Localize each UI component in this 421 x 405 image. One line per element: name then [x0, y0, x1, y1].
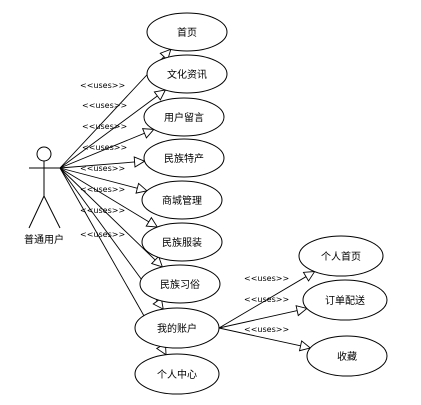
relation-arrowhead [141, 128, 155, 139]
relation-stereotype-label: <<uses>> [80, 230, 125, 239]
use-case-label: 个人首页 [321, 250, 361, 263]
use-case-account: 我的账户 [134, 307, 220, 349]
use-case-label: 我的账户 [157, 322, 197, 335]
use-case-favorite: 收藏 [306, 335, 388, 377]
relation-actor-specialty: <<uses>> [59, 143, 146, 169]
use-case-ellipse [143, 138, 225, 178]
use-case-label: 民族服装 [162, 236, 202, 249]
actor: 普通用户 [24, 146, 64, 246]
relation-line [218, 308, 308, 329]
use-case-label: 民族特产 [164, 152, 204, 165]
relation-account-delivery: <<uses>> [218, 295, 308, 329]
use-case-custom: 民族习俗 [139, 264, 221, 304]
relation-stereotype-label: <<uses>> [80, 164, 125, 173]
relation-stereotype-label: <<uses>> [244, 325, 289, 334]
relation-arrowhead [145, 216, 159, 228]
relation-stereotype-label: <<uses>> [80, 81, 125, 90]
use-case-ellipse [298, 235, 384, 277]
relation-stereotype-label: <<uses>> [80, 206, 125, 215]
relation-actor-message: <<uses>> [59, 122, 155, 169]
use-case-label: 收藏 [337, 350, 357, 363]
relation-stereotype-label: <<uses>> [244, 274, 289, 283]
use-case-home: 首页 [146, 12, 228, 52]
relation-account-personal_home: <<uses>> [218, 271, 316, 329]
use-case-costume: 民族服装 [141, 222, 223, 262]
relation-actor-culture: <<uses>> [59, 89, 167, 169]
relation-stereotype-label: <<uses>> [82, 122, 127, 131]
use-case-ellipse [302, 279, 388, 321]
relation-line [59, 167, 148, 192]
use-case-label: 个人中心 [157, 368, 197, 381]
use-case-label: 文化资讯 [167, 68, 207, 81]
relation-arrowhead [295, 305, 308, 317]
use-case-center: 个人中心 [134, 353, 220, 395]
relation-line [59, 129, 154, 169]
actor-right-leg [43, 195, 61, 229]
relation-arrowhead [298, 340, 312, 352]
use-case-delivery: 订单配送 [302, 279, 388, 321]
relation-actor-mall: <<uses>> [59, 164, 148, 194]
actor-head [36, 146, 52, 162]
use-case-ellipse [141, 222, 223, 262]
use-case-ellipse [146, 12, 228, 52]
relation-account-favorite: <<uses>> [218, 325, 312, 352]
relation-actor-costume: <<uses>> [59, 167, 159, 228]
relation-line [59, 160, 145, 169]
relation-arrowhead [150, 255, 164, 268]
relation-arrowhead [135, 182, 148, 194]
use-case-ellipse [143, 97, 225, 137]
relation-line [59, 89, 166, 169]
use-case-ellipse [134, 307, 220, 349]
use-case-ellipse [141, 180, 223, 220]
use-case-label: 首页 [177, 26, 197, 39]
relation-line [59, 167, 163, 268]
actor-left-leg [28, 195, 45, 229]
use-case-ellipse [306, 335, 388, 377]
use-case-ellipse [139, 264, 221, 304]
relation-actor-custom: <<uses>> [59, 167, 164, 268]
use-case-mall: 商城管理 [141, 180, 223, 220]
use-case-culture: 文化资讯 [146, 54, 228, 94]
relation-stereotype-label: <<uses>> [244, 295, 289, 304]
use-case-message: 用户留言 [143, 97, 225, 137]
relation-arrowhead [133, 156, 146, 168]
use-case-label: 民族习俗 [160, 278, 200, 291]
relation-stereotype-label: <<uses>> [80, 185, 125, 194]
relation-line [218, 271, 315, 329]
relation-arrowhead [153, 89, 167, 101]
relation-stereotype-label: <<uses>> [82, 101, 127, 110]
use-case-label: 用户留言 [164, 111, 204, 124]
relation-line [59, 167, 158, 228]
relation-line [218, 327, 311, 349]
use-case-specialty: 民族特产 [143, 138, 225, 178]
relation-stereotype-label: <<uses>> [82, 143, 127, 152]
actor-name: 普通用户 [24, 233, 64, 246]
use-case-personal_home: 个人首页 [298, 235, 384, 277]
relation-arrowhead [302, 271, 316, 282]
use-case-ellipse [146, 54, 228, 94]
use-case-label: 商城管理 [162, 194, 202, 207]
use-case-ellipse [134, 353, 220, 395]
use-case-label: 订单配送 [325, 294, 365, 307]
